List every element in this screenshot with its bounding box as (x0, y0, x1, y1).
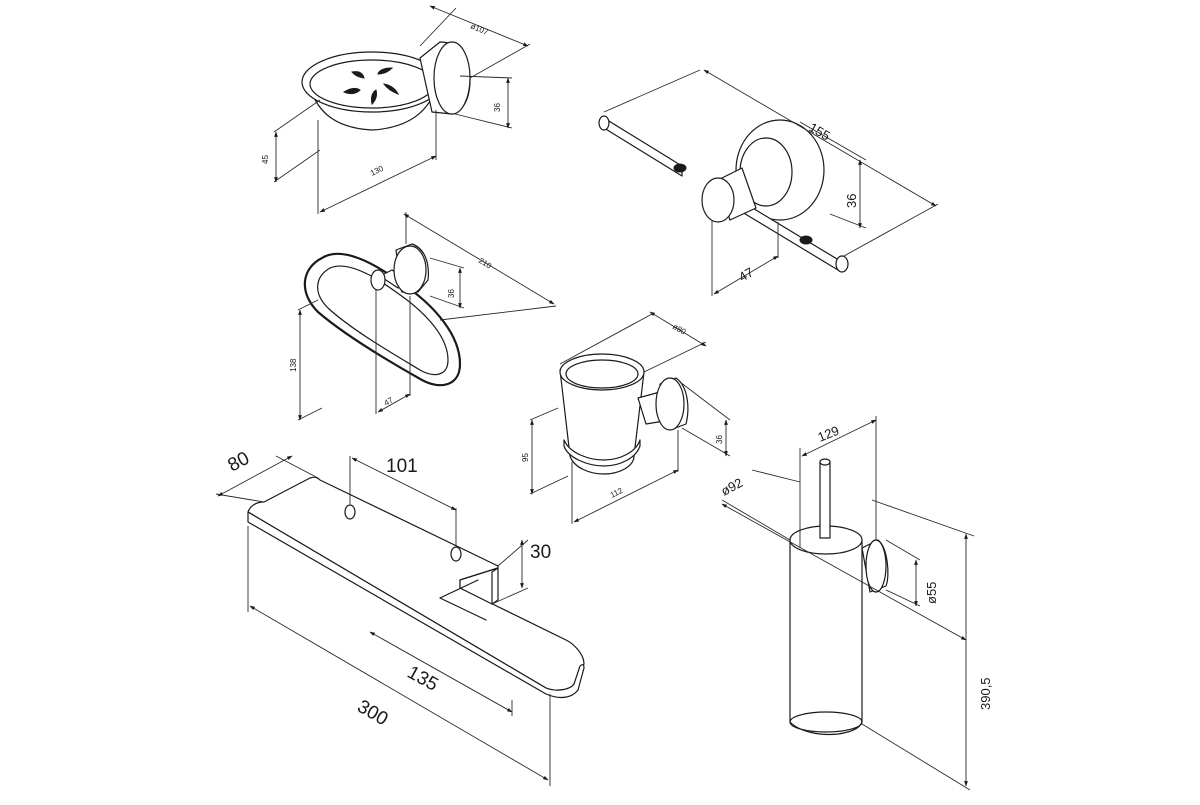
glass-dia-label: ø80 (671, 322, 688, 337)
paper-holes-label: 101 (386, 456, 418, 477)
soap-dish: ø107 36 45 130 (261, 5, 531, 214)
ring-w2-label: 36 (447, 289, 456, 298)
soap-h2-label: 45 (261, 155, 270, 164)
towel-ring: 210 36 138 47 (289, 212, 557, 421)
brush-h-label: 390,5 (978, 677, 993, 710)
hook-h-label: 36 (844, 194, 859, 208)
brush-dia2-label: ø55 (924, 582, 939, 604)
brush-w-label: 129 (816, 423, 842, 445)
brush-holder: 129 ø92 ø55 390,5 (718, 416, 993, 791)
paper-d-label: 80 (224, 448, 253, 476)
glass-w2-label: 36 (715, 435, 724, 444)
brush-dia1-label: ø92 (718, 475, 745, 499)
paper-w-label: 300 (354, 696, 392, 730)
soap-h1-label: 36 (493, 103, 502, 112)
paper-holder: 80 101 30 135 300 (215, 448, 585, 786)
double-hook: 155 36 47 (598, 69, 939, 296)
paper-w2-label: 135 (404, 662, 442, 696)
ring-w-label: 210 (477, 256, 494, 271)
glass-h-label: 95 (521, 453, 530, 462)
ring-d-label: 47 (383, 395, 396, 408)
soap-dia-label: ø107 (469, 22, 490, 38)
soap-w-label: 130 (369, 164, 385, 178)
hook-d-label: 47 (736, 264, 756, 284)
ring-h-label: 138 (289, 358, 298, 372)
glass-holder: ø80 36 95 112 (521, 311, 731, 524)
paper-h-label: 30 (530, 542, 551, 563)
